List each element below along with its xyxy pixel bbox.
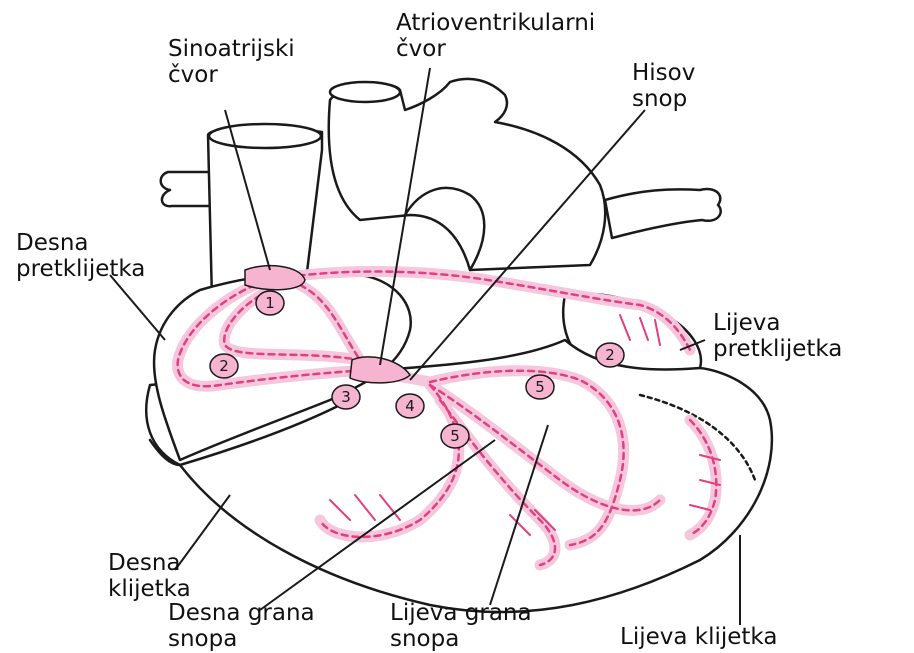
- label-left-ventricle: Lijeva klijetka: [620, 624, 777, 650]
- label-left-bundle-line1: Lijeva grana: [390, 600, 532, 626]
- label-left-atrium-line2: pretklijetka: [713, 336, 842, 362]
- label-right-atrium: Desna pretklijetka: [16, 230, 145, 282]
- aorta-opening: [330, 82, 400, 102]
- heart-outline: [146, 79, 772, 612]
- label-right-ventricle: Desna klijetka: [108, 550, 191, 602]
- label-av-node-line2: čvor: [396, 36, 595, 62]
- label-av-node-line1: Atrioventrikularni: [396, 10, 595, 36]
- label-sa-node-line1: Sinoatrijski: [168, 36, 295, 62]
- label-right-bundle-line2: snopa: [168, 626, 315, 652]
- label-right-bundle-line1: Desna grana: [168, 600, 315, 626]
- label-av-node: Atrioventrikularni čvor: [396, 10, 595, 62]
- label-right-ventricle-line1: Desna: [108, 550, 191, 576]
- marker-1-sa-number: 1: [265, 294, 275, 312]
- aorta: [329, 79, 605, 270]
- pulmonary-veins: [605, 189, 721, 238]
- label-bundle-his: Hisov snop: [632, 60, 695, 112]
- label-left-ventricle-line1: Lijeva klijetka: [620, 624, 777, 650]
- vena-cava-opening: [209, 124, 321, 148]
- marker-3-av-number: 3: [341, 388, 351, 406]
- label-right-atrium-line1: Desna: [16, 230, 145, 256]
- caval-veins-left: [161, 172, 212, 206]
- label-sa-node: Sinoatrijski čvor: [168, 36, 295, 88]
- label-bundle-his-line1: Hisov: [632, 60, 695, 86]
- marker-4-his-number: 4: [405, 397, 415, 415]
- label-left-bundle-line2: snopa: [390, 626, 532, 652]
- leader-right-atrium: [110, 275, 165, 340]
- label-right-atrium-line2: pretklijetka: [16, 256, 145, 282]
- label-sa-node-line2: čvor: [168, 62, 295, 88]
- label-left-atrium-line1: Lijeva: [713, 310, 842, 336]
- marker-2-right-atrium-number: 2: [219, 357, 229, 375]
- label-right-ventricle-line2: klijetka: [108, 576, 191, 602]
- marker-2-left-atrium-number: 2: [605, 346, 615, 364]
- marker-5-left-number: 5: [535, 378, 545, 396]
- label-left-bundle-branch: Lijeva grana snopa: [390, 600, 532, 652]
- marker-5-right-number: 5: [450, 427, 460, 445]
- label-bundle-his-line2: snop: [632, 86, 695, 112]
- label-right-bundle-branch: Desna grana snopa: [168, 600, 315, 652]
- label-left-atrium: Lijeva pretklijetka: [713, 310, 842, 362]
